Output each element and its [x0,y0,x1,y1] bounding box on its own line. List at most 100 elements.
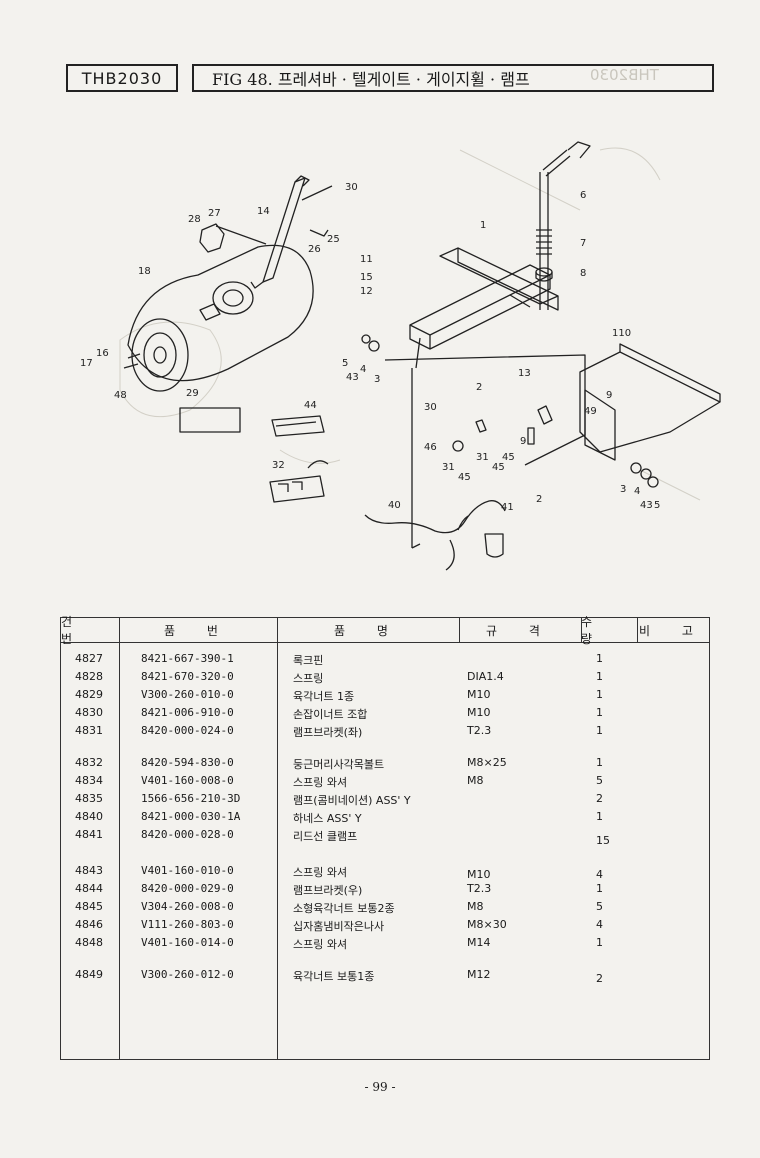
washer-part [640,468,652,480]
callout-2: 2 [476,382,482,393]
part-qty: 4 [596,868,603,881]
part-number: V304-260-008-0 [141,900,234,913]
part-number: 8420-000-029-0 [141,882,234,895]
part-number: 8420-000-028-0 [141,828,234,841]
part-spec: M12 [467,968,491,981]
table-row: 4835 1566-656-210-3D 램프(콤비네이션) ASS' Y 2 [61,792,709,810]
part-qty: 1 [596,706,603,719]
part-qty: 5 [596,900,603,913]
part-name: 록크핀 [293,654,324,667]
washer-part [630,462,642,474]
item-number: 4849 [75,968,103,981]
table-row: 4843 V401-160-010-0 스프링 와셔 M10 4 [61,864,709,882]
part-qty: 1 [596,882,603,895]
column-header-item-no: 건 번 [61,615,87,646]
table-row: 4827 8421-667-390-1 록크핀 1 [61,652,709,670]
table-row: 4848 V401-160-014-0 스프링 와셔 M14 1 [61,936,709,954]
part-spec: M10 [467,868,491,881]
part-number: V401-160-010-0 [141,864,234,877]
part-name: 램프브라켓(좌) [293,726,363,739]
table-header: 건 번 품 번 품 명 규 격 수 량 비 고 [61,615,709,646]
table-row: 4840 8421-000-030-1A 하네스 ASS' Y 1 [61,810,709,828]
callout-26: 17 [80,358,93,369]
callout-34: 31 [476,452,489,463]
part-qty: 1 [596,810,603,823]
tailgate-part [579,343,721,461]
part-name: 육각너트 보통1종 [293,970,375,983]
callout-13: 13 [518,368,531,379]
callout-40: 40 [388,500,401,511]
part-spec: M8×25 [467,756,507,769]
callout-48: 48 [114,390,127,401]
part-spec: T2.3 [467,724,492,737]
callout-41: 41 [501,502,514,513]
bolt-part [475,419,487,433]
callout-17: 30 [345,182,358,193]
model-label: THB2030 [66,64,178,92]
callout-110: 110 [612,328,631,339]
part-number: 8421-006-910-0 [141,706,234,719]
washer-part [368,340,380,352]
callout-11: 11 [360,254,373,265]
part-number: 8421-667-390-1 [141,652,234,665]
table-row: 4846 V111-260-803-0 십자홈냄비작은나사 M8×30 4 [61,918,709,936]
callout-25: 16 [96,348,109,359]
table-row: 4830 8421-006-910-0 손잡이너트 조합 M10 1 [61,706,709,724]
part-name: 램프브라켓(우) [293,884,363,897]
item-number: 4827 [75,652,103,665]
callout-34b: 31 [442,462,455,473]
part-qty: 1 [596,688,603,701]
part-spec: M10 [467,706,491,719]
part-spec: M14 [467,936,491,949]
callout-1: 1 [480,220,486,231]
part-number: 8420-594-830-0 [141,756,234,769]
item-number: 4841 [75,828,103,841]
callout-35: 32 [272,460,285,471]
table-row: 4841 8420-000-028-0 리드선 클램프 15 [61,828,709,847]
table-row: 4849 V300-260-012-0 육각너트 보통1종 M12 2 [61,968,709,986]
table-row: 4828 8421-670-320-0 스프링 DIA1.4 1 [61,670,709,688]
leader-line [215,225,267,245]
column-divider [637,618,638,642]
part-name: 소형육각너트 보통2종 [293,902,395,915]
table-row: 4844 8420-000-029-0 램프브라켓(우) T2.3 1 [61,882,709,900]
item-number: 4846 [75,918,103,931]
part-number: V401-160-008-0 [141,774,234,787]
callout-28: 26 [308,244,321,255]
part-name: 육각너트 1종 [293,690,355,703]
callout-3: 3 [374,374,380,385]
callout-44: 44 [304,400,317,411]
part-spec: M8 [467,774,484,787]
column-header-qty: 수 량 [581,615,607,646]
callout-4: 4 [360,364,366,375]
part-qty: 2 [596,972,603,985]
part-name: 십자홈냄비작은나사 [293,920,385,933]
item-number: 4844 [75,882,103,895]
item-number: 4829 [75,688,103,701]
callout-6: 6 [580,190,586,201]
part-spec: M8×30 [467,918,507,931]
part-number: V300-260-012-0 [141,968,234,981]
model-text: THB2030 [81,68,163,88]
table-row: 4834 V401-160-008-0 스프링 와셔 M8 5 [61,774,709,792]
item-number: 4830 [75,706,103,719]
callout-2b: 2 [536,494,542,505]
callout-45: 45 [502,452,515,463]
item-number: 4832 [75,756,103,769]
arm-part [250,175,333,289]
part-qty: 1 [596,724,603,737]
part-name: 하네스 ASS' Y [293,812,362,825]
table-row: 4829 V300-260-010-0 육각너트 1종 M10 1 [61,688,709,706]
item-number: 4848 [75,936,103,949]
callout-49: 49 [584,406,597,417]
callout-4b: 4 [634,486,640,497]
callout-43b: 43 [640,500,653,511]
part-number: 8420-000-024-0 [141,724,234,737]
bolt-part [527,427,535,445]
item-number: 4831 [75,724,103,737]
washer-part [361,334,371,344]
callout-5: 5 [342,358,348,369]
callout-29: 27 [208,208,221,219]
part-number: V111-260-803-0 [141,918,234,931]
